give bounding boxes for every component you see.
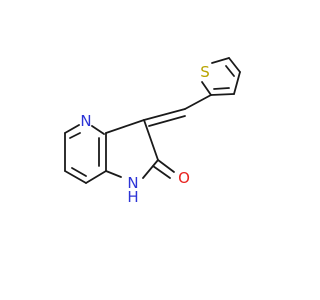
bond-c6-c7-inner <box>71 167 87 177</box>
bond-thio-c5-c4-inner <box>225 65 235 77</box>
bond-n4-c5-inner <box>69 132 81 139</box>
molecule-structure: S N O N H <box>64 57 241 206</box>
atom-s: S <box>200 63 210 81</box>
bond-c7-c7a <box>85 170 107 184</box>
bond-thio-c4-c3 <box>233 71 241 95</box>
bond-thio-c2-s <box>201 81 212 96</box>
bond-c3-c2 <box>143 119 159 161</box>
bond-ch-thiophene <box>184 94 212 110</box>
atom-n-amide: N <box>127 174 138 192</box>
atom-o: O <box>178 169 190 187</box>
bond-n1-c7a <box>105 170 122 178</box>
bond-n4-c5 <box>64 124 80 134</box>
bond-c3-ch-inner <box>148 115 186 127</box>
bond-c2-n1 <box>142 159 159 179</box>
bond-thio-c3-c2 <box>210 93 235 96</box>
bond-c3-ch <box>143 108 186 121</box>
bond-thio-c3-c2-inner <box>213 87 230 90</box>
bond-c4a-n4 <box>91 125 105 135</box>
bond-c2-o-inner <box>152 165 171 179</box>
atom-h-amide: H <box>127 188 138 206</box>
bond-c3a-c3 <box>105 119 145 134</box>
atom-n-pyridine: N <box>80 112 91 130</box>
bond-thio-c5-c4 <box>228 57 241 73</box>
bond-c6-c7 <box>64 170 87 184</box>
bond-thio-s-c5 <box>211 57 230 64</box>
bond-c2-o <box>157 159 175 173</box>
